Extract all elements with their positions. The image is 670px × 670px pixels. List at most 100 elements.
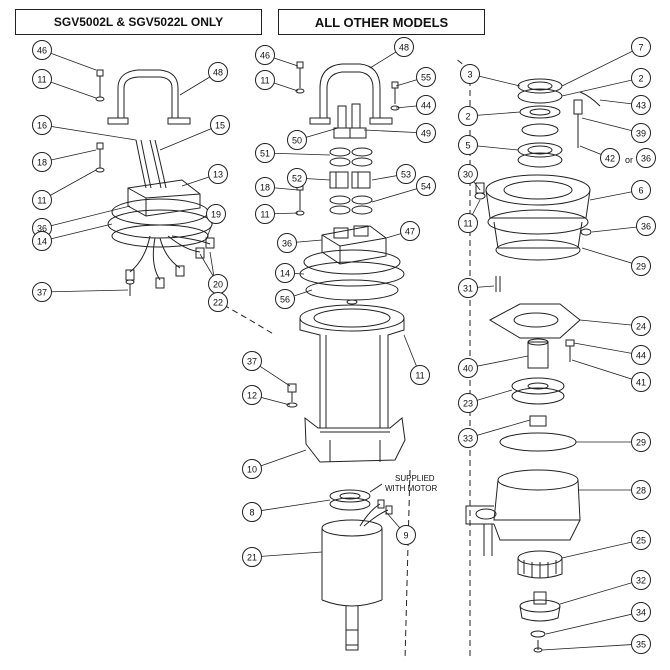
callout-7: 7 bbox=[631, 37, 651, 57]
callout-balloon bbox=[208, 164, 228, 184]
callout-number: 32 bbox=[636, 576, 646, 586]
leader-right_panel-5 bbox=[581, 117, 642, 134]
leader-right_panel-25 bbox=[545, 611, 642, 635]
callout-balloon bbox=[242, 547, 262, 567]
callout-3: 3 bbox=[460, 64, 480, 84]
callout-number: 11 bbox=[260, 76, 269, 86]
callout-50: 50 bbox=[287, 130, 307, 150]
callout-number: 22 bbox=[213, 298, 223, 308]
callout-number: 10 bbox=[247, 465, 257, 475]
callout-number: 34 bbox=[636, 608, 646, 618]
note-or: or bbox=[625, 155, 633, 165]
callout-balloon bbox=[458, 428, 478, 448]
callout-48: 48 bbox=[208, 62, 228, 82]
leader-right_panel-18 bbox=[571, 359, 642, 383]
callout-balloon bbox=[255, 70, 275, 90]
leader-right_panel-13 bbox=[581, 247, 642, 267]
callout-number: 46 bbox=[260, 51, 270, 61]
leader-left_panel-8 bbox=[41, 205, 131, 229]
callout-40: 40 bbox=[458, 358, 478, 378]
leader-left_panel-3 bbox=[41, 124, 137, 141]
callout-44: 44 bbox=[416, 95, 436, 115]
leader-lines bbox=[41, 46, 647, 651]
leader-right_panel-17 bbox=[467, 355, 529, 369]
callout-number: 36 bbox=[641, 222, 651, 232]
callout-48: 48 bbox=[394, 37, 414, 57]
callout-balloon bbox=[631, 602, 651, 622]
callout-10: 10 bbox=[242, 459, 262, 479]
callout-30: 30 bbox=[458, 164, 478, 184]
callout-number: 13 bbox=[213, 170, 223, 180]
callout-number: 56 bbox=[280, 295, 290, 305]
callout-12: 12 bbox=[242, 385, 262, 405]
callout-43: 43 bbox=[631, 95, 651, 115]
leader-left_panel-12 bbox=[41, 289, 129, 293]
callout-11: 11 bbox=[32, 190, 52, 210]
callout-24: 24 bbox=[631, 316, 651, 336]
callout-number: 8 bbox=[249, 508, 254, 518]
callout-balloon bbox=[631, 372, 651, 392]
callout-number: 6 bbox=[638, 186, 643, 196]
leader-right_panel-23 bbox=[561, 539, 642, 559]
callout-number: 50 bbox=[292, 136, 302, 146]
callout-number: 11 bbox=[37, 196, 46, 206]
callout-number: 12 bbox=[247, 391, 257, 401]
callout-number: 18 bbox=[260, 183, 270, 193]
callout-balloon bbox=[242, 502, 262, 522]
callout-balloon bbox=[206, 204, 226, 224]
callout-21: 21 bbox=[242, 547, 262, 567]
callout-number: 19 bbox=[211, 210, 221, 220]
leader-right_panel-20 bbox=[467, 419, 531, 439]
callout-balloon bbox=[416, 67, 436, 87]
callout-51: 51 bbox=[255, 143, 275, 163]
callout-11: 11 bbox=[458, 213, 478, 233]
callout-31: 31 bbox=[458, 278, 478, 298]
callout-number: 35 bbox=[636, 640, 646, 650]
callout-20: 20 bbox=[208, 274, 228, 294]
leader-right_panel-15 bbox=[579, 319, 642, 327]
callout-number: 52 bbox=[292, 174, 302, 184]
callout-number: 36 bbox=[37, 224, 47, 234]
callout-44: 44 bbox=[631, 345, 651, 365]
callout-54: 54 bbox=[416, 176, 436, 196]
callout-balloon bbox=[400, 221, 420, 241]
callout-balloon bbox=[631, 432, 651, 452]
callout-number: 21 bbox=[247, 553, 257, 563]
callout-balloon bbox=[255, 177, 275, 197]
note-supplied-leader bbox=[369, 483, 383, 493]
callout-number: 30 bbox=[463, 170, 473, 180]
callout-11: 11 bbox=[410, 365, 430, 385]
callout-36: 36 bbox=[636, 148, 656, 168]
callout-37: 37 bbox=[32, 282, 52, 302]
callout-number: 20 bbox=[213, 280, 223, 290]
callout-11: 11 bbox=[255, 204, 275, 224]
callout-39: 39 bbox=[631, 123, 651, 143]
right-panel-parts bbox=[465, 78, 601, 653]
callout-11: 11 bbox=[32, 69, 52, 89]
callout-balloon bbox=[631, 68, 651, 88]
callout-balloon bbox=[255, 204, 275, 224]
callout-25: 25 bbox=[631, 530, 651, 550]
callout-number: 49 bbox=[421, 129, 431, 139]
callout-balloon bbox=[242, 459, 262, 479]
note-supplied-line2: WITH MOTOR bbox=[385, 484, 438, 493]
callout-balloon bbox=[631, 570, 651, 590]
callout-number: 51 bbox=[260, 149, 270, 159]
callout-2: 2 bbox=[458, 106, 478, 126]
callout-5: 5 bbox=[458, 135, 478, 155]
callout-balloon bbox=[631, 123, 651, 143]
callout-balloon bbox=[631, 256, 651, 276]
callout-number: 2 bbox=[465, 112, 470, 122]
callout-balloon bbox=[32, 69, 52, 89]
left-panel-parts bbox=[95, 69, 215, 296]
callout-balloon bbox=[631, 530, 651, 550]
callout-balloon bbox=[631, 95, 651, 115]
callout-13: 13 bbox=[208, 164, 228, 184]
leader-right_panel-26 bbox=[541, 643, 642, 651]
leader-center_panel-7 bbox=[264, 152, 331, 156]
callout-balloon bbox=[410, 365, 430, 385]
callout-balloon bbox=[275, 289, 295, 309]
callout-number: 29 bbox=[636, 438, 646, 448]
